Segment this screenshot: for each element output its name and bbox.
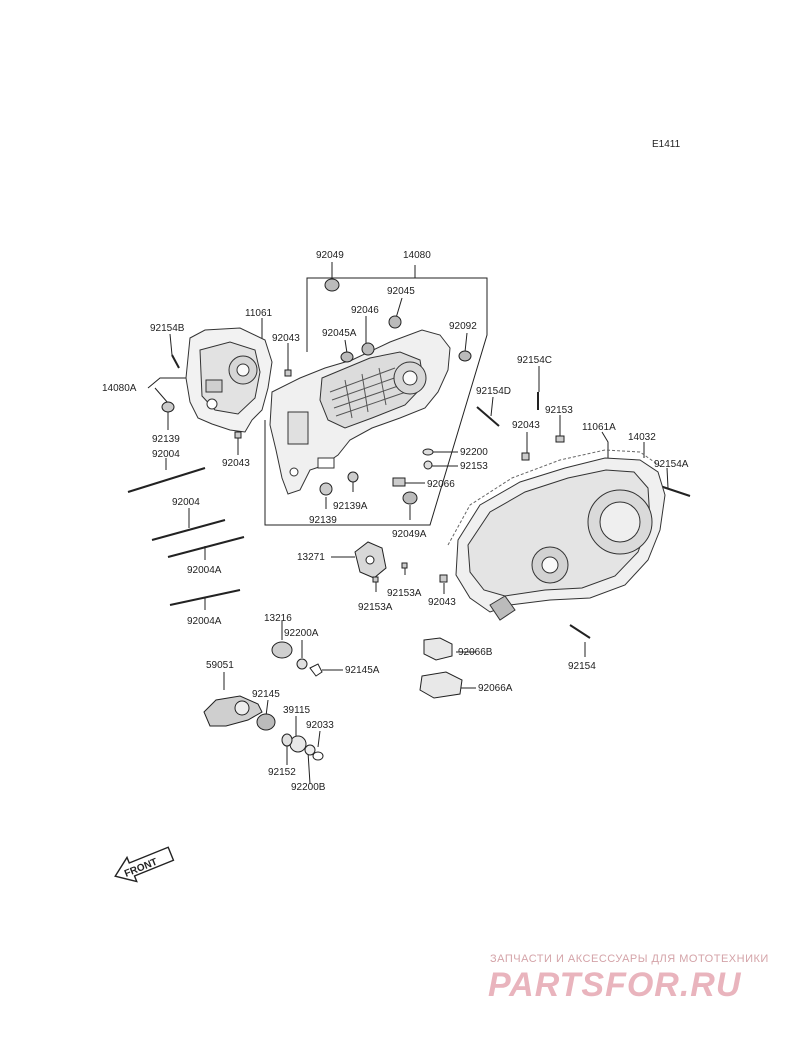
label-92043-b: 92043	[222, 458, 250, 469]
label-92139-a: 92139	[152, 434, 180, 445]
bolt-92154A	[660, 486, 690, 496]
pin-92043-left	[235, 432, 241, 438]
bearing-92049	[325, 279, 339, 291]
washer-92200A	[297, 659, 307, 669]
plate-13271	[355, 542, 386, 578]
stud-92004A-2	[170, 590, 240, 605]
spring-92145	[257, 714, 275, 730]
circlip-92033	[313, 752, 323, 760]
shaft-59051	[204, 696, 262, 726]
nut-92153-cover	[556, 436, 564, 442]
watermark-logo: PARTSFOR.RU	[488, 966, 742, 1004]
damper-92066A	[420, 672, 462, 698]
label-11061: 11061	[245, 308, 273, 319]
label-92092: 92092	[449, 321, 477, 332]
damper-92066B	[424, 638, 452, 660]
washer-92200B	[305, 745, 315, 755]
label-13216: 13216	[264, 613, 292, 624]
label-92154A: 92154A	[654, 459, 689, 470]
stud-92004-1	[128, 468, 205, 492]
label-92043-d: 92043	[428, 597, 456, 608]
label-92153A-a: 92153A	[387, 588, 422, 599]
label-92045: 92045	[387, 286, 415, 297]
label-92043-c: 92043	[512, 420, 540, 431]
bolt-92154	[570, 625, 590, 638]
bearing-92045	[389, 316, 401, 328]
gasket-11061A	[447, 449, 661, 546]
label-92004-a: 92004	[152, 449, 180, 460]
label-92043-a: 92043	[272, 333, 300, 344]
clip-92145A	[310, 664, 322, 676]
label-92066: 92066	[427, 479, 455, 490]
crankcase-right-14080	[270, 330, 450, 494]
label-92046: 92046	[351, 305, 379, 316]
label-92152: 92152	[268, 767, 296, 778]
label-92153-b: 92153	[460, 461, 488, 472]
nut-92153A-2	[372, 576, 379, 583]
label-92066B: 92066B	[458, 647, 493, 658]
gear-13216	[272, 642, 292, 658]
nut-92153	[424, 461, 432, 469]
bearing-92046	[362, 343, 374, 355]
seal-92049A	[403, 492, 417, 504]
bolt-92154B	[172, 355, 179, 368]
diagram-code: E1411	[652, 139, 681, 150]
pin-92043-cover	[522, 453, 529, 460]
label-92200: 92200	[460, 447, 488, 458]
label-92066A: 92066A	[478, 683, 513, 694]
label-14080A: 14080A	[102, 383, 137, 394]
watermark-tagline: ЗАПЧАСТИ И АКСЕССУАРЫ ДЛЯ МОТОТЕХНИКИ	[490, 953, 769, 965]
label-92153A-b: 92153A	[358, 602, 393, 613]
cover-clutch-14032	[456, 458, 665, 620]
stud-92004A-1	[168, 537, 244, 557]
pin-92043-top	[285, 370, 291, 376]
label-92154C: 92154C	[517, 355, 552, 366]
label-92049A: 92049A	[392, 529, 427, 540]
label-92145A: 92145A	[345, 665, 380, 676]
pin-92139A	[348, 472, 358, 482]
label-14080: 14080	[403, 250, 431, 261]
label-92045A: 92045A	[322, 328, 357, 339]
washer-92200	[423, 449, 433, 455]
pin-92139-left	[162, 402, 174, 412]
collar-92152	[282, 734, 292, 746]
label-92153-a: 92153	[545, 405, 573, 416]
label-92139A: 92139A	[333, 501, 368, 512]
label-92154D: 92154D	[476, 386, 511, 397]
label-92004-b: 92004	[172, 497, 200, 508]
label-92004A-b: 92004A	[187, 616, 222, 627]
crankcase-left-14080A	[186, 328, 272, 432]
bolt-92154D	[477, 407, 499, 426]
front-arrow-icon	[114, 846, 175, 883]
label-92033: 92033	[306, 720, 334, 731]
bushing-39115	[290, 736, 306, 752]
label-13271: 13271	[297, 552, 325, 563]
label-92049: 92049	[316, 250, 344, 261]
label-14032: 14032	[628, 432, 656, 443]
pin-92043-low	[440, 575, 447, 582]
label-39115: 39115	[283, 705, 311, 716]
nut-92153A-1	[401, 562, 408, 569]
label-92200A: 92200A	[284, 628, 319, 639]
pin-92139	[320, 483, 332, 495]
stud-92004-2	[152, 520, 225, 540]
label-92145: 92145	[252, 689, 280, 700]
label-92154B: 92154B	[150, 323, 185, 334]
bolt-92066	[393, 478, 405, 486]
label-92004A-a: 92004A	[187, 565, 222, 576]
group-bracket-14080	[264, 277, 488, 526]
bearing-92045A	[341, 352, 353, 362]
seal-92092	[459, 351, 471, 361]
label-92200B: 92200B	[291, 782, 326, 793]
label-11061A: 11061A	[582, 422, 616, 433]
label-92154: 92154	[568, 661, 596, 672]
label-59051: 59051	[206, 660, 234, 671]
label-92139-b: 92139	[309, 515, 337, 526]
